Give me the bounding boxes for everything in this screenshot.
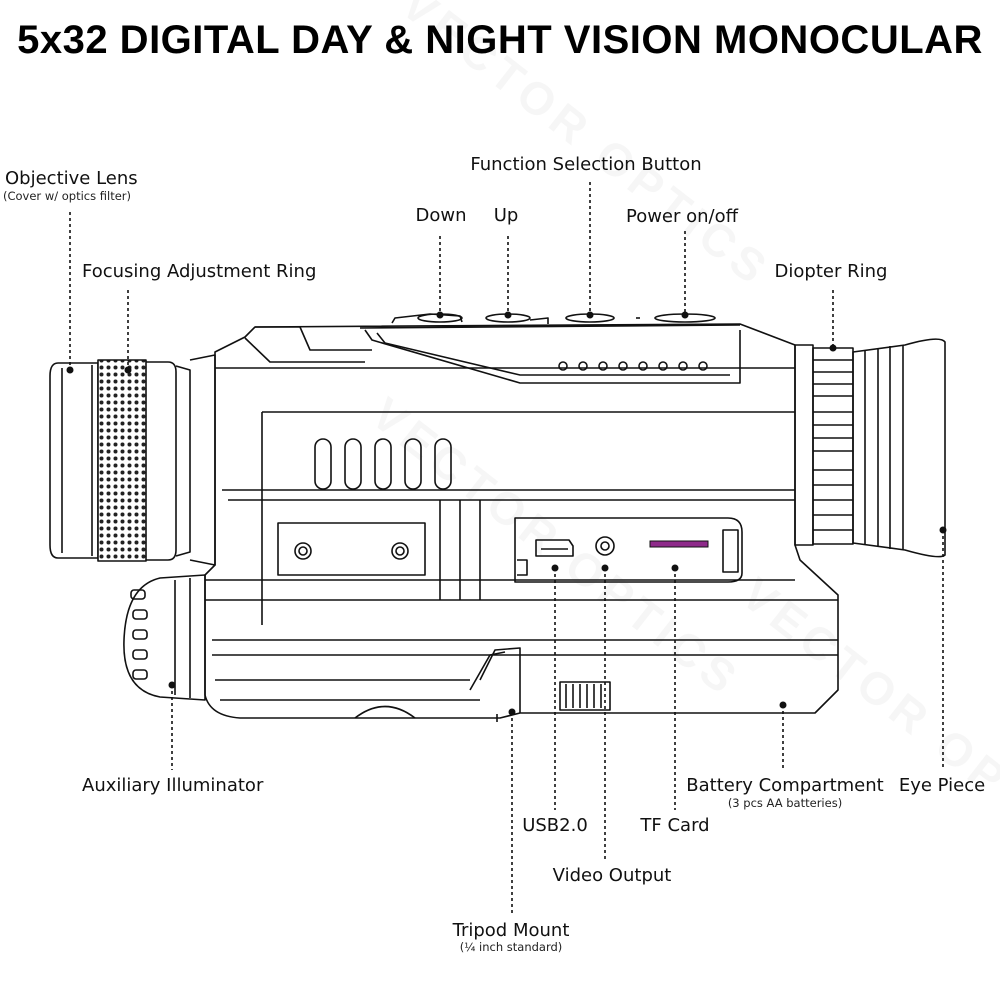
leader-dots [66,311,947,716]
label-eye-piece: Eye Piece [898,775,986,796]
label-function-button: Function Selection Button [470,154,702,175]
label-down: Down [415,205,467,226]
label-objective-lens: Objective Lens [5,168,138,189]
side-plate [277,522,426,576]
video-output-jack [595,536,615,556]
battery-grille [559,681,611,711]
status-led-row [558,361,708,371]
label-battery-compartment: Battery Compartment [686,775,884,796]
label-auxiliary-illuminator: Auxiliary Illuminator [82,775,264,796]
label-diopter-ring: Diopter Ring [774,261,888,282]
usb-port [535,539,574,557]
page-title: 5x32 DIGITAL DAY & NIGHT VISION MONOCULA… [17,18,983,62]
focusing-adjustment-ring [97,354,216,566]
vent-slots [314,438,452,490]
label-usb: USB2.0 [522,815,588,836]
diopter-ring [794,344,854,546]
label-tripod-note: (¼ inch standard) [459,940,563,954]
label-up: Up [493,205,519,226]
objective-lens [49,362,99,559]
label-battery-note: (3 pcs AA batteries) [727,796,843,810]
port-panel [514,517,743,583]
label-tf-card: TF Card [640,815,710,836]
label-video-output: Video Output [552,865,672,886]
label-focusing-ring: Focusing Adjustment Ring [82,261,317,282]
eye-piece [852,338,946,558]
label-tripod-mount: Tripod Mount [452,920,570,941]
label-power: Power on/off [625,206,739,227]
tf-card-slot [649,540,709,548]
leader-lines [69,182,944,915]
label-objective-lens-note: (Cover w/ optics filter) [3,189,131,203]
auxiliary-illuminator [123,574,206,701]
